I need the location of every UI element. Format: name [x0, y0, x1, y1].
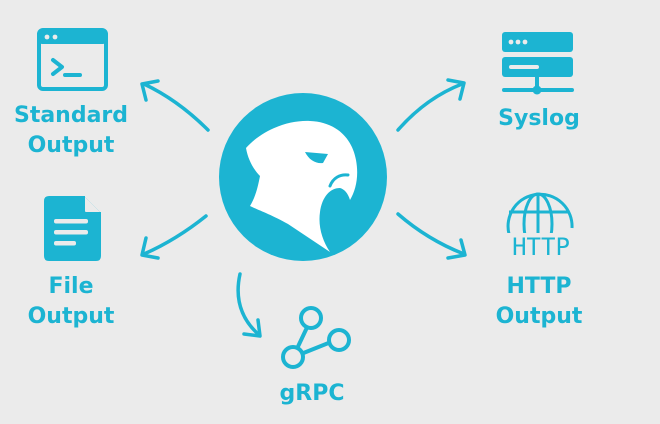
globe-http-icon: HTTP: [505, 192, 579, 261]
globe-http-icon-text: HTTP: [512, 233, 570, 261]
http-output-label-line-2: Output: [495, 304, 583, 329]
document-icon: [44, 196, 101, 261]
file-output-label-line-2: Output: [27, 304, 115, 329]
terminal-window-icon: [37, 28, 108, 91]
grpc-label: gRPC: [262, 379, 362, 409]
http-output-label-line-1: HTTP: [506, 274, 572, 299]
central-logo: [219, 93, 387, 261]
arrow-to-http-output: [396, 212, 467, 260]
eagle-logo-icon: [246, 120, 358, 252]
arrow-to-file-output: [140, 214, 208, 260]
file-output-label-line-1: File: [48, 274, 94, 299]
arrow-to-grpc: [236, 272, 262, 338]
syslog-label: Syslog: [484, 104, 594, 134]
grpc-label-line-1: gRPC: [279, 381, 345, 406]
server-rack-icon: [502, 32, 574, 95]
standard-output-label-line-2: Output: [27, 133, 115, 158]
http-output-label: HTTP Output: [478, 272, 600, 332]
file-output-label: File Output: [10, 272, 132, 332]
standard-output-label: Standard Output: [10, 101, 132, 161]
connector-arrows: [140, 78, 467, 338]
arrow-to-syslog: [396, 78, 466, 132]
syslog-label-line-1: Syslog: [498, 106, 580, 131]
share-nodes-icon: [281, 306, 351, 369]
standard-output-label-line-1: Standard: [13, 103, 129, 128]
arrow-to-standard-output: [140, 79, 210, 132]
